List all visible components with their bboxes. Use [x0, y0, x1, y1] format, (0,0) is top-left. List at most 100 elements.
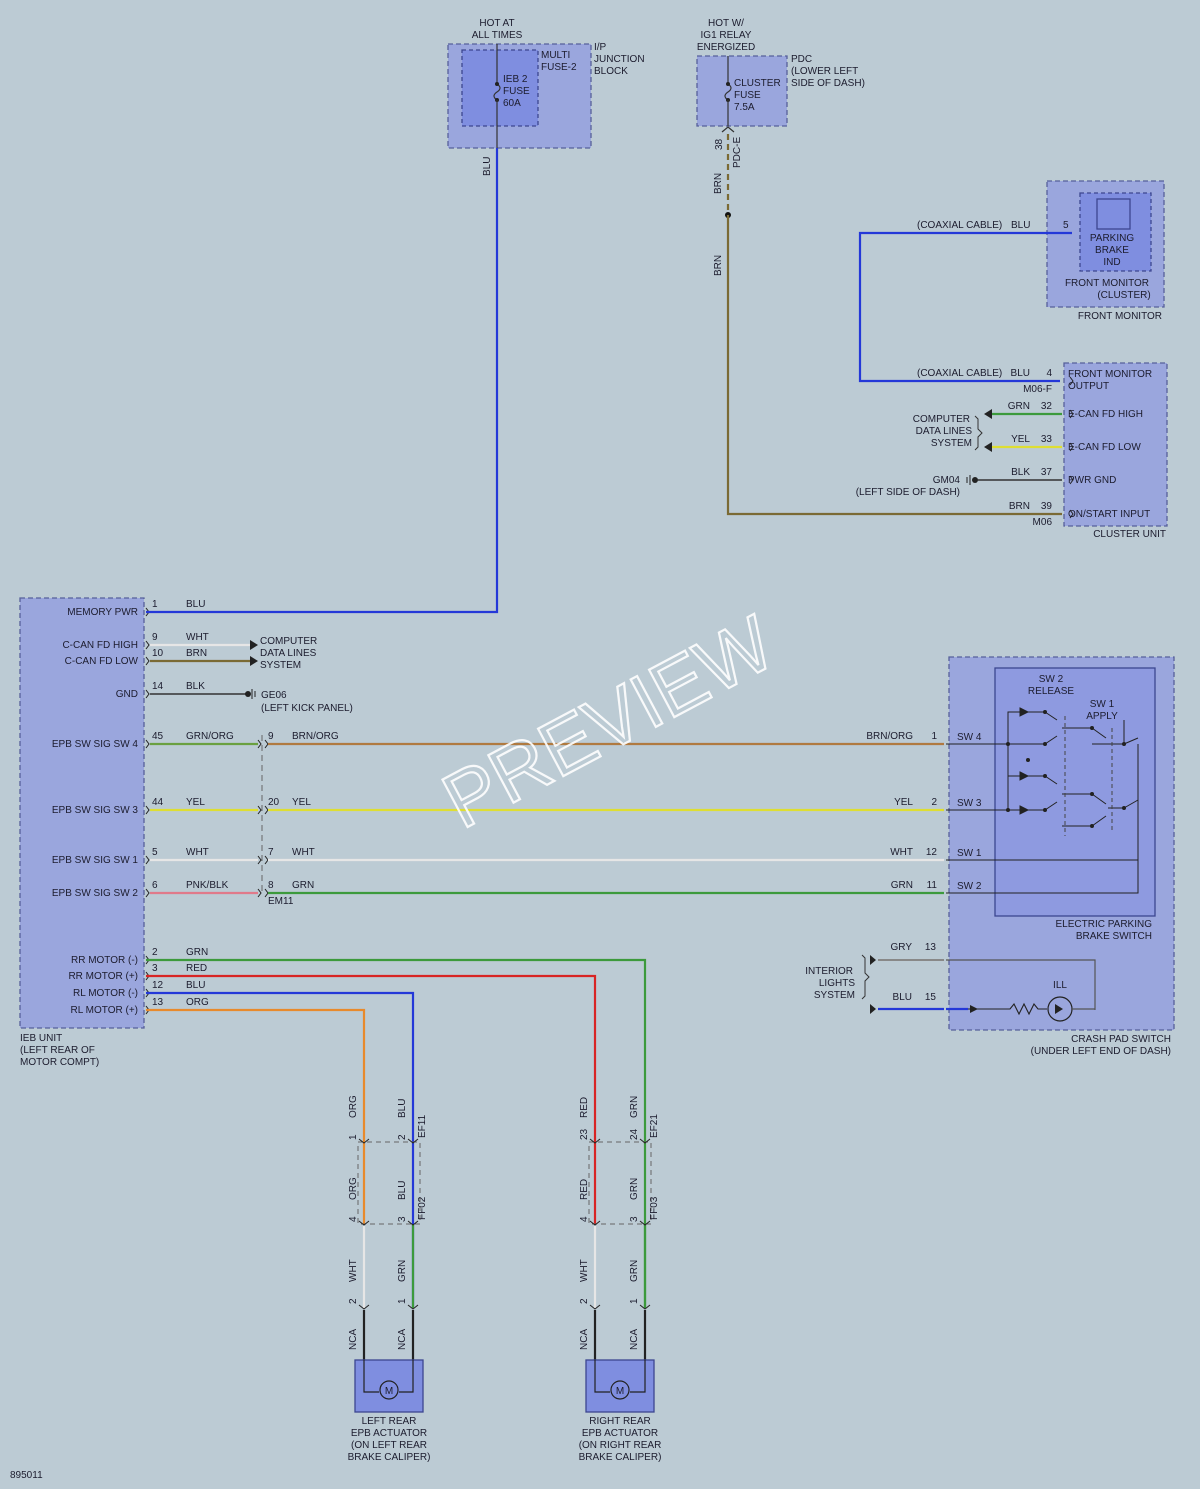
ind-1: PARKING — [1090, 233, 1134, 244]
cluster-fuse-1: CLUSTER — [734, 78, 781, 89]
ieb-pin-number: 9 — [152, 632, 158, 643]
ieb-pin-name: C-CAN FD HIGH — [62, 640, 138, 651]
nca-label: NCA — [629, 1329, 640, 1350]
cluster-wire-color: GRN — [1008, 401, 1030, 412]
pin-terminal-icon — [145, 640, 150, 650]
connector-pin-icon — [358, 1138, 370, 1144]
ieb-label-1: IEB UNIT — [20, 1033, 62, 1044]
actuator-label: (ON RIGHT REAR — [579, 1440, 662, 1451]
cluster-pin-name: ON/START INPUT — [1068, 509, 1150, 520]
pin-terminal-icon — [1069, 376, 1074, 386]
ieb-wire-color: RED — [186, 963, 207, 974]
ieb-wire-color: YEL — [186, 797, 205, 808]
fm-wire-color: BLU — [1011, 220, 1030, 231]
epb-label-1: ELECTRIC PARKING — [1056, 919, 1153, 930]
resistor-icon — [968, 1002, 1047, 1016]
front-monitor-label: FRONT MONITOR — [1078, 311, 1162, 322]
multi-fuse-label-1: MULTI — [541, 50, 570, 61]
pin-terminal-icon — [1069, 509, 1074, 519]
term-sw1: SW 1 — [957, 848, 982, 859]
wire-color-bot: WHT — [579, 1259, 590, 1282]
connector-pin-icon — [589, 1304, 601, 1310]
wire-color-top: GRN — [629, 1096, 640, 1118]
blu-wire-label: BLU — [482, 157, 493, 176]
ieb-pin-number: 3 — [152, 963, 158, 974]
em11-wire-color: BRN/ORG — [292, 731, 339, 742]
interior-1: INTERIOR — [805, 966, 853, 977]
em11-pin: 8 — [268, 880, 274, 891]
far-wire-color: WHT — [890, 847, 913, 858]
pdc-label-3: SIDE OF DASH) — [791, 78, 865, 89]
preview-watermark: PREVIEW — [429, 598, 788, 845]
interior-brace — [861, 954, 870, 1000]
em11-label: EM11 — [268, 896, 294, 907]
arrow-icon — [984, 442, 992, 452]
motor-icon — [610, 1380, 630, 1400]
pdc-label-2: (LOWER LEFT — [791, 66, 858, 77]
em11-wire-color: WHT — [292, 847, 315, 858]
cluster-coax: (COAXIAL CABLE) — [917, 368, 1002, 379]
gm04-label: GM04 — [933, 475, 961, 486]
far-pin: 1 — [931, 731, 937, 742]
pin-top: 2 — [397, 1134, 408, 1140]
brn-label-1: BRN — [713, 173, 724, 194]
ieb-cdl-3: SYSTEM — [260, 660, 301, 671]
rl-motor-pos-wire — [146, 1008, 366, 1224]
ieb-pin-name: RL MOTOR (+) — [70, 1005, 138, 1016]
wire-color-top: RED — [579, 1097, 590, 1118]
pdc-conn: PDC-E — [732, 137, 743, 168]
fuse-icon — [493, 83, 501, 101]
pin-terminal-icon — [257, 805, 262, 815]
ieb-wire-color: BLU — [186, 980, 205, 991]
cluster-wire-color: BLU — [1011, 368, 1030, 379]
ind-2: BRAKE — [1095, 245, 1129, 256]
cluster-wire-color: BRN — [1009, 501, 1030, 512]
blu-color: BLU — [893, 992, 912, 1003]
gry-arrow-icon — [870, 955, 876, 965]
cluster-pin-number: 33 — [1041, 434, 1053, 445]
crash-pad-label-2: (UNDER LEFT END OF DASH) — [1031, 1046, 1171, 1057]
connector-pin-icon — [639, 1220, 651, 1226]
actuator-box — [354, 1359, 424, 1413]
term-sw3: SW 3 — [957, 798, 982, 809]
pin-bot: 1 — [629, 1298, 640, 1304]
far-pin: 2 — [931, 797, 937, 808]
coax-wire — [858, 231, 1072, 383]
cluster-wire-color: BLK — [1011, 467, 1030, 478]
block-label-3: BLOCK — [594, 66, 628, 77]
pdc-pin: 38 — [714, 138, 725, 150]
actuator-label: LEFT REAR — [362, 1416, 417, 1427]
pin-bot: 2 — [579, 1298, 590, 1304]
block-label-1: I/P — [594, 42, 607, 53]
wire-color-mid: GRN — [629, 1178, 640, 1200]
far-wire-color: BRN/ORG — [866, 731, 913, 742]
cluster-fuse-2: FUSE — [734, 90, 761, 101]
pin-mid: 4 — [348, 1216, 359, 1222]
fuse-label-3: 60A — [503, 98, 521, 109]
ieb-pin-number: 14 — [152, 681, 164, 692]
pdc-label-1: PDC — [791, 54, 812, 65]
ieb-pin-number: 2 — [152, 947, 158, 958]
pin-terminal-icon — [257, 855, 262, 865]
pdc-hot-1: HOT W/ — [708, 18, 744, 29]
ieb-pin-name: RL MOTOR (-) — [73, 988, 138, 999]
ieb-pin-name: EPB SW SIG SW 1 — [52, 855, 139, 866]
conn1-label: EF21 — [649, 1114, 660, 1138]
epb-switch-box — [994, 667, 1156, 917]
fuse-label-2: FUSE — [503, 86, 530, 97]
gm04-desc: (LEFT SIDE OF DASH) — [856, 487, 960, 498]
brn-label-2: BRN — [713, 255, 724, 276]
actuator-label: EPB ACTUATOR — [582, 1428, 658, 1439]
connector-pin-icon — [639, 1304, 651, 1310]
ieb-pin-number: 12 — [152, 980, 164, 991]
switch-linkage — [1064, 716, 1113, 836]
crash-pad-switch: ELECTRIC PARKING BRAKE SWITCH SW 2 RELEA… — [805, 656, 1175, 1057]
pin-terminal-icon — [1069, 409, 1074, 419]
pin-terminal-icon — [1069, 475, 1074, 485]
arrow-icon — [250, 640, 258, 650]
fm-pin: 5 — [1063, 220, 1069, 231]
memory-pwr-wire — [146, 148, 499, 614]
ieb-label-2: (LEFT REAR OF — [20, 1045, 95, 1056]
gry-color: GRY — [891, 942, 913, 953]
